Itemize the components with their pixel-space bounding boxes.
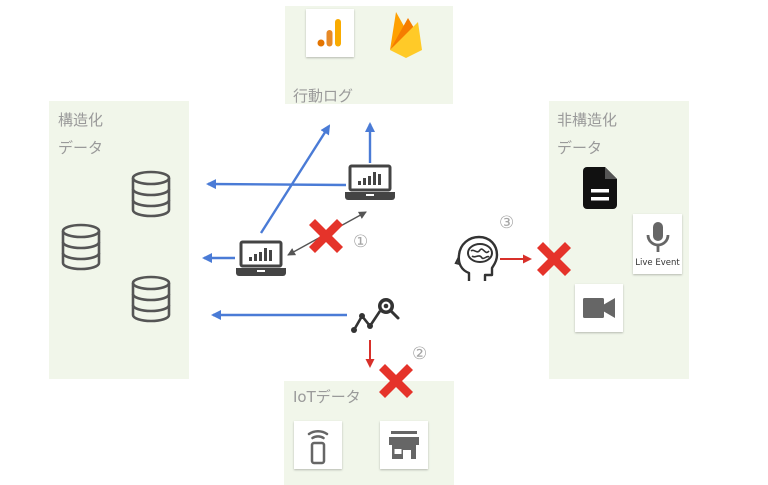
analytics-tile — [306, 9, 354, 57]
database-icon — [61, 223, 101, 271]
document-icon — [583, 167, 617, 209]
iot-data-label: IoTデータ — [293, 388, 361, 406]
video-camera-icon — [583, 298, 615, 318]
unstructured-data-label-line1: 非構造化 — [557, 111, 618, 129]
behavior-log-label: 行動ログ — [293, 87, 354, 105]
structured-data-panel — [49, 101, 189, 379]
live-event-tile: Live Event — [633, 214, 682, 274]
store-tile — [380, 421, 428, 469]
ai-brain-head-icon — [454, 235, 499, 281]
analytics-icon — [317, 19, 341, 47]
unstructured-data-label-line2: データ — [557, 139, 603, 157]
marker-one: ① — [353, 232, 369, 252]
blocked-cross-icon — [309, 219, 343, 253]
laptop-bottom-to-behavior-log-arrow — [259, 124, 331, 234]
structured-data-label-line2: データ — [58, 139, 104, 157]
blue-flow-arrows — [202, 122, 375, 320]
storefront-icon — [389, 431, 419, 459]
database-icon — [131, 275, 171, 323]
marker-two: ② — [412, 344, 428, 364]
structured-data-label-line1: 構造化 — [58, 111, 104, 129]
line-chart-search-icon — [351, 298, 400, 333]
blocked-cross-icon — [379, 364, 413, 398]
firebase-icon — [390, 12, 422, 58]
video-tile — [575, 284, 623, 332]
marker-three: ③ — [499, 213, 515, 233]
wireless-device-tile — [294, 421, 342, 469]
laptop-chart-icon — [236, 240, 286, 276]
microphone-icon — [646, 222, 670, 252]
laptop-chart-icon — [345, 164, 395, 200]
wireless-phone-icon — [307, 430, 329, 465]
database-icon — [131, 170, 171, 218]
live-event-label: Live Event — [635, 258, 680, 268]
laptop-top-to-structured-arrow — [206, 179, 347, 190]
blocked-cross-icon — [537, 242, 571, 276]
